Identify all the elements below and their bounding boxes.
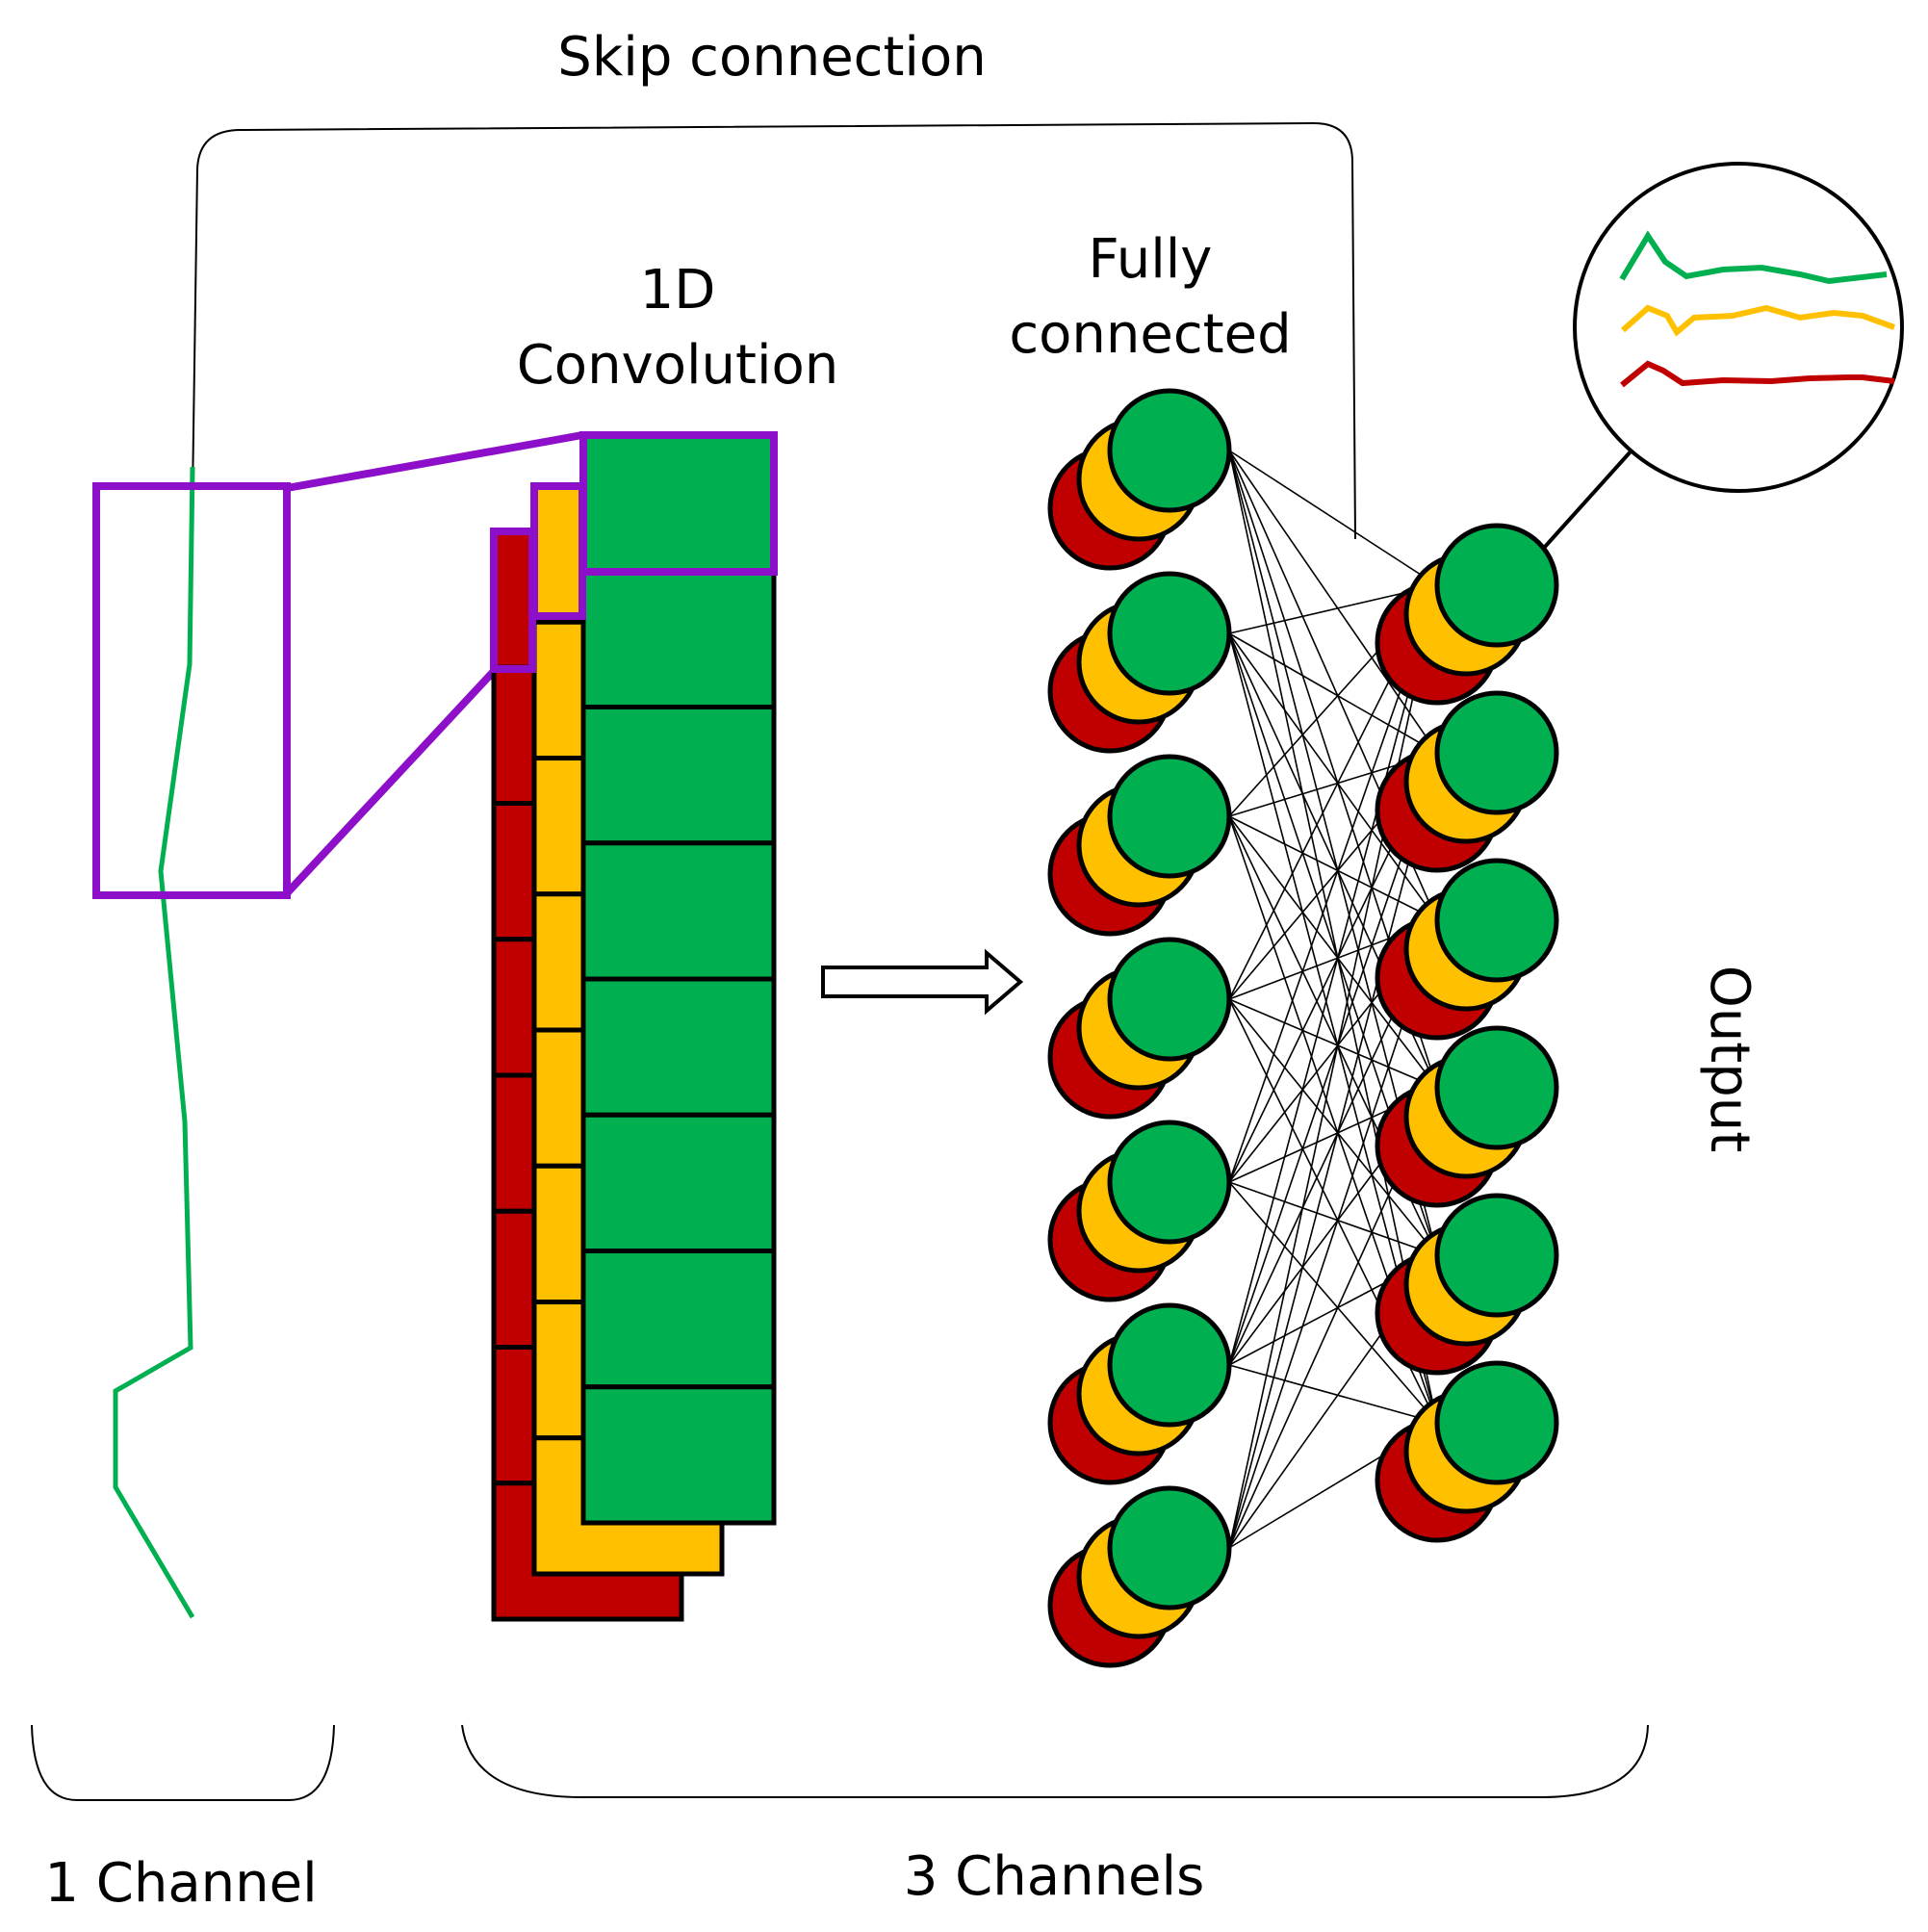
fc-connection [1228,450,1438,754]
input-node-4 [1047,937,1232,1120]
input-node-3-green-circle [1107,754,1232,879]
output-node-1-green-circle [1434,523,1559,648]
skip-connection-label: Skip connection [557,26,986,89]
output-trace-red [1620,360,1895,388]
input-node-1 [1047,388,1232,571]
feature-cell-green-6 [580,1112,777,1253]
fc-connection [1228,752,1438,1549]
kernel-boxes [490,431,778,673]
fc-label-line2: connected [1009,303,1291,366]
hollow-arrow [821,948,1024,1016]
conv-feature-maps [491,432,777,1622]
fc-label-line1: Fully [1089,228,1213,291]
input-node-2 [1047,571,1232,754]
output-trace-yellow [1621,304,1896,337]
feature-cell-green-3 [580,705,777,846]
input-signal-line [113,466,195,1619]
feature-cell-green-7 [580,1249,777,1390]
skip-connection-bracket [192,121,1356,540]
fc-connection [1228,450,1438,1424]
output-node-5 [1375,1193,1559,1376]
three-channels-label: 3 Channels [904,1845,1205,1908]
input-node-6-green-circle [1107,1302,1232,1428]
fc-connection [1228,815,1438,1089]
fc-connection [1228,450,1438,586]
output-node-5-green-circle [1434,1193,1559,1318]
output-node-3 [1375,858,1559,1041]
input-node-5-green-circle [1107,1120,1232,1245]
fc-connection [1228,584,1438,1366]
fc-connection [1228,632,1438,921]
fc-connection [1228,998,1438,1256]
output-label: Output [1698,966,1761,1153]
input-node-2-green-circle [1107,571,1232,696]
fc-connection [1228,632,1438,754]
conv-label-line1: 1D [640,259,716,322]
feature-cell-green-8 [580,1384,777,1526]
input-node-1-green-circle [1107,388,1232,513]
fc-connection [1228,1181,1438,1256]
output-trace-green [1619,230,1888,285]
input-layer [1047,388,1232,1668]
conv-label-line2: Convolution [517,334,839,397]
input-node-4-green-circle [1107,937,1232,1062]
input-node-6 [1047,1302,1232,1485]
kernel-box-green [579,431,778,576]
output-node-6-green-circle [1434,1360,1559,1485]
output-node-3-green-circle [1434,858,1559,983]
output-node-6 [1375,1360,1559,1543]
input-node-7 [1047,1485,1232,1668]
zoom-connector-line [1543,449,1633,549]
fc-connection [1228,584,1438,1549]
output-layer [1375,523,1559,1543]
receptive-field-box [92,482,291,899]
feature-cell-green-4 [580,840,777,982]
feature-cell-green-2 [580,568,777,709]
one-channel-label: 1 Channel [44,1852,317,1915]
feature-map-green [580,432,777,1526]
output-node-2 [1375,690,1559,873]
three-channels-brace [461,1724,1649,1798]
feature-cell-green-5 [580,976,777,1118]
input-node-7-green-circle [1107,1485,1232,1610]
input-node-3 [1047,754,1232,937]
output-node-2-green-circle [1434,690,1559,815]
fc-connection [1228,1364,1438,1424]
output-node-1 [1375,523,1559,706]
output-node-4 [1375,1025,1559,1208]
feature-cell-green-1 [580,432,777,574]
fc-connection [1228,815,1438,921]
input-node-5 [1047,1120,1232,1302]
fc-connection [1228,1181,1438,1424]
one-channel-brace [31,1724,335,1801]
output-node-4-green-circle [1434,1025,1559,1150]
fc-connection [1228,998,1438,1089]
